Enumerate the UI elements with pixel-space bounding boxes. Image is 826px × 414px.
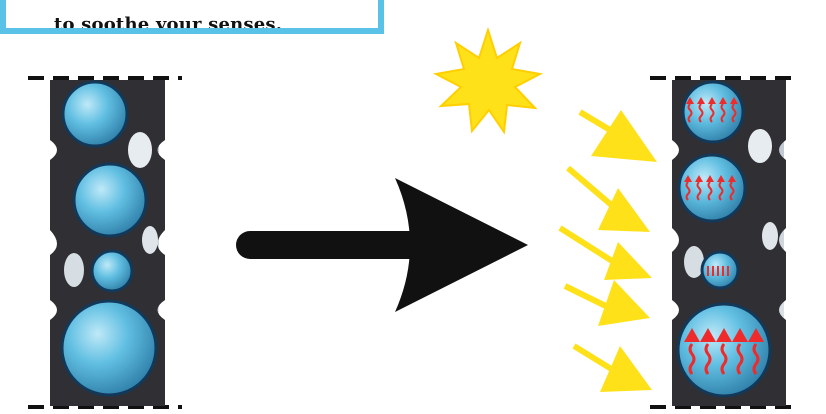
right-column xyxy=(650,78,800,407)
light-ray xyxy=(580,110,657,162)
left-bead-4 xyxy=(62,301,156,395)
light-rays xyxy=(560,110,657,392)
light-ray xyxy=(560,228,652,280)
light-ray xyxy=(565,280,650,326)
left-gap-hole xyxy=(128,132,152,168)
right-bead-4 xyxy=(678,304,770,396)
right-gap-hole xyxy=(748,129,772,163)
light-ray xyxy=(574,346,652,392)
light-ray xyxy=(568,168,650,232)
right-gap-hole xyxy=(762,222,778,250)
right-arrow-icon xyxy=(250,178,528,312)
left-gap-hole xyxy=(142,226,158,254)
left-gap-hole xyxy=(64,253,84,287)
left-bead-3 xyxy=(92,251,132,291)
left-bead-2 xyxy=(74,164,146,236)
left-bead-1 xyxy=(63,82,127,146)
left-column xyxy=(28,78,182,407)
sun-icon xyxy=(436,30,540,132)
